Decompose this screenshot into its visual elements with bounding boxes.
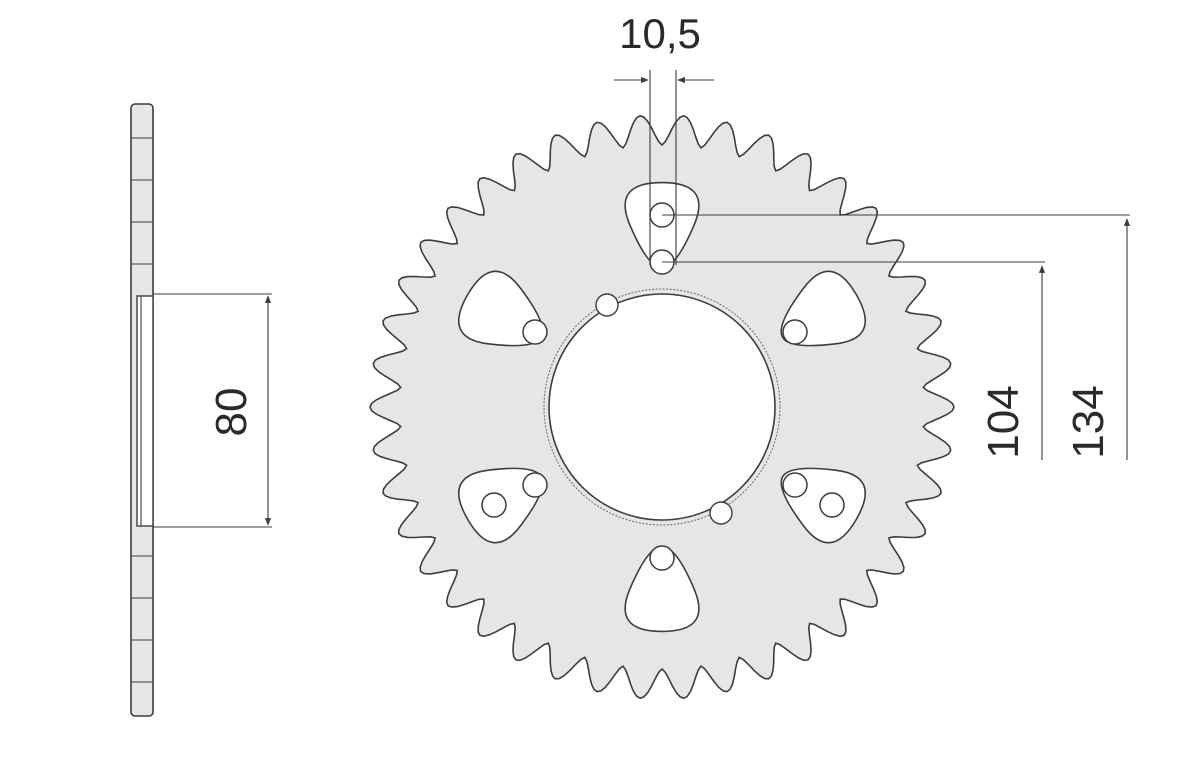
hole-spacing-label: 10,5 <box>619 10 701 57</box>
bore-notch <box>595 293 619 317</box>
profile-hub-recess <box>136 295 154 527</box>
bolt-circle-inner-label: 104 <box>979 385 1028 458</box>
bolt-hole <box>782 319 808 345</box>
hub-height-label: 80 <box>207 388 256 437</box>
center-bore <box>548 293 776 521</box>
bolt-circle-outer-label: 134 <box>1064 385 1113 458</box>
bolt-hole <box>782 472 808 498</box>
center-bore-chamfer <box>543 288 781 526</box>
side-profile-view: 80 <box>130 103 272 717</box>
bolt-hole <box>649 545 675 571</box>
bolt-hole <box>819 492 845 518</box>
bolt-hole <box>481 492 507 518</box>
bolt-hole <box>522 472 548 498</box>
front-view: 10,5 134 104 <box>369 10 1131 700</box>
bore-notch <box>709 501 733 525</box>
bolt-hole <box>522 319 548 345</box>
